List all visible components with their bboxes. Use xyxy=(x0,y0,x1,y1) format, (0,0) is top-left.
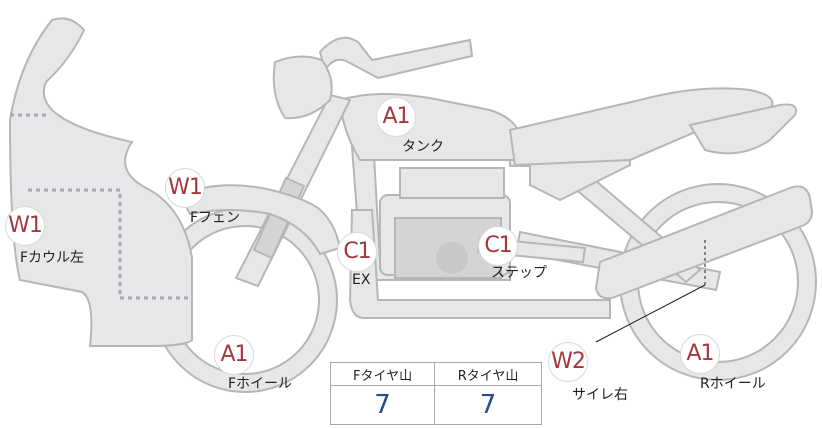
silencer-shape xyxy=(594,185,814,300)
part-label: Rホイール xyxy=(700,376,766,392)
damage-code-badge: W1 xyxy=(165,168,205,208)
part-label: Fホイール xyxy=(228,376,293,392)
front-tread-value: 7 xyxy=(329,385,436,425)
handlebar-shape xyxy=(318,36,474,80)
cylinder-shape xyxy=(399,167,505,199)
front-wheel-shape xyxy=(152,207,338,393)
part-label: ステップ xyxy=(491,265,547,281)
part-label: Fフェン xyxy=(190,210,241,226)
rear-fender-shape xyxy=(688,103,797,155)
part-label: サイレ右 xyxy=(572,387,628,403)
front-tread-header: Fタイヤ山 xyxy=(329,362,436,386)
engine-cover-shape xyxy=(436,242,468,274)
part-label: EX xyxy=(352,272,371,288)
rear-tread-header: Rタイヤ山 xyxy=(434,362,542,386)
part-label: Fカウル左 xyxy=(20,250,85,266)
tire-tread-table: Fタイヤ山 Rタイヤ山 7 7 xyxy=(329,362,542,425)
damage-code-badge: A1 xyxy=(214,335,254,375)
front-cowl-shape xyxy=(8,17,193,347)
part-label: タンク xyxy=(402,139,444,155)
headlight-shape xyxy=(272,55,333,120)
rear-tread-value: 7 xyxy=(434,385,542,425)
damage-code-badge: C1 xyxy=(478,226,518,266)
exhaust-pipe-shape xyxy=(348,209,611,319)
damage-code-badge: A1 xyxy=(376,97,416,137)
damage-code-badge: A1 xyxy=(680,334,720,374)
damage-code-badge: C1 xyxy=(337,232,377,272)
cowl-dashline-2 xyxy=(28,188,188,300)
damage-code-badge: W1 xyxy=(5,206,45,246)
silencer-pointer-line xyxy=(595,284,706,343)
front-fender-shape xyxy=(178,184,342,256)
damage-code-badge: W2 xyxy=(548,342,588,382)
